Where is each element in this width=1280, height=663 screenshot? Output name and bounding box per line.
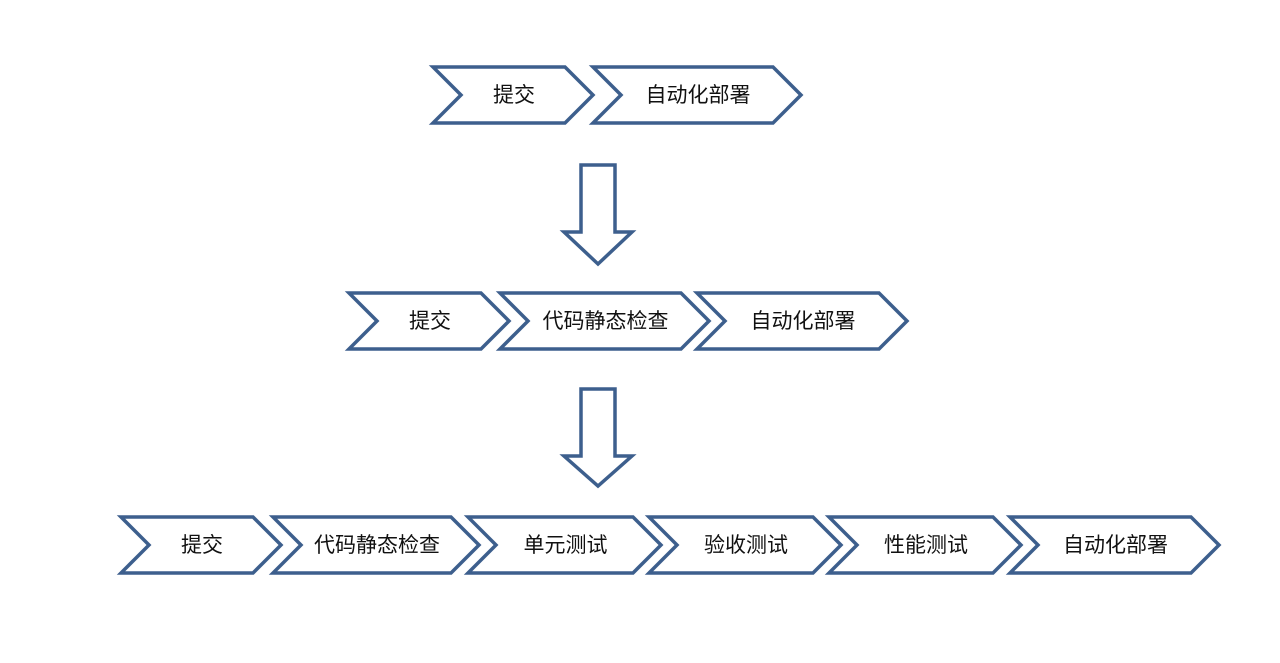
- step-label: 自动化部署: [1063, 533, 1168, 557]
- chevron-arrow-icon: [268, 515, 482, 575]
- step-label: 单元测试: [524, 533, 608, 557]
- step-label: 提交: [409, 309, 451, 333]
- down-arrow-icon: [559, 163, 637, 267]
- pipeline-step: 性能测试: [824, 515, 1024, 575]
- chevron-arrow-icon: [116, 515, 284, 575]
- chevron-arrow-icon: [463, 515, 664, 575]
- pipeline-step: 提交: [116, 515, 284, 575]
- pipeline-row-2: 提交 代码静态检查 自动化部署: [344, 291, 910, 351]
- chevron-arrow-icon: [495, 291, 712, 351]
- chevron-arrow-icon: [344, 291, 512, 351]
- step-label: 提交: [493, 83, 535, 107]
- chevron-arrow-icon: [644, 515, 844, 575]
- step-label: 自动化部署: [646, 83, 751, 107]
- pipeline-step: 自动化部署: [692, 291, 910, 351]
- chevron-arrow-icon: [1005, 515, 1222, 575]
- step-label: 自动化部署: [751, 309, 856, 333]
- chevron-arrow-icon: [428, 65, 596, 125]
- pipeline-step: 提交: [428, 65, 596, 125]
- chevron-arrow-icon: [588, 65, 804, 125]
- pipeline-step: 单元测试: [463, 515, 664, 575]
- step-label: 验收测试: [704, 533, 788, 557]
- down-arrow-icon: [559, 163, 637, 267]
- pipeline-step: 自动化部署: [1005, 515, 1222, 575]
- step-label: 提交: [181, 533, 223, 557]
- pipeline-step: 验收测试: [644, 515, 844, 575]
- pipeline-step: 代码静态检查: [268, 515, 482, 575]
- down-arrow-icon: [559, 387, 637, 489]
- pipeline-step: 自动化部署: [588, 65, 804, 125]
- pipeline-row-1: 提交 自动化部署: [428, 65, 804, 125]
- chevron-arrow-icon: [824, 515, 1024, 575]
- step-label: 性能测试: [884, 533, 968, 557]
- step-label: 代码静态检查: [314, 533, 440, 557]
- down-arrow-icon: [559, 387, 637, 489]
- pipeline-row-3: 提交 代码静态检查 单元测试 验收测试 性能测试 自动化部署: [116, 515, 1222, 575]
- pipeline-step: 代码静态检查: [495, 291, 712, 351]
- step-label: 代码静态检查: [543, 309, 669, 333]
- chevron-arrow-icon: [692, 291, 910, 351]
- pipeline-step: 提交: [344, 291, 512, 351]
